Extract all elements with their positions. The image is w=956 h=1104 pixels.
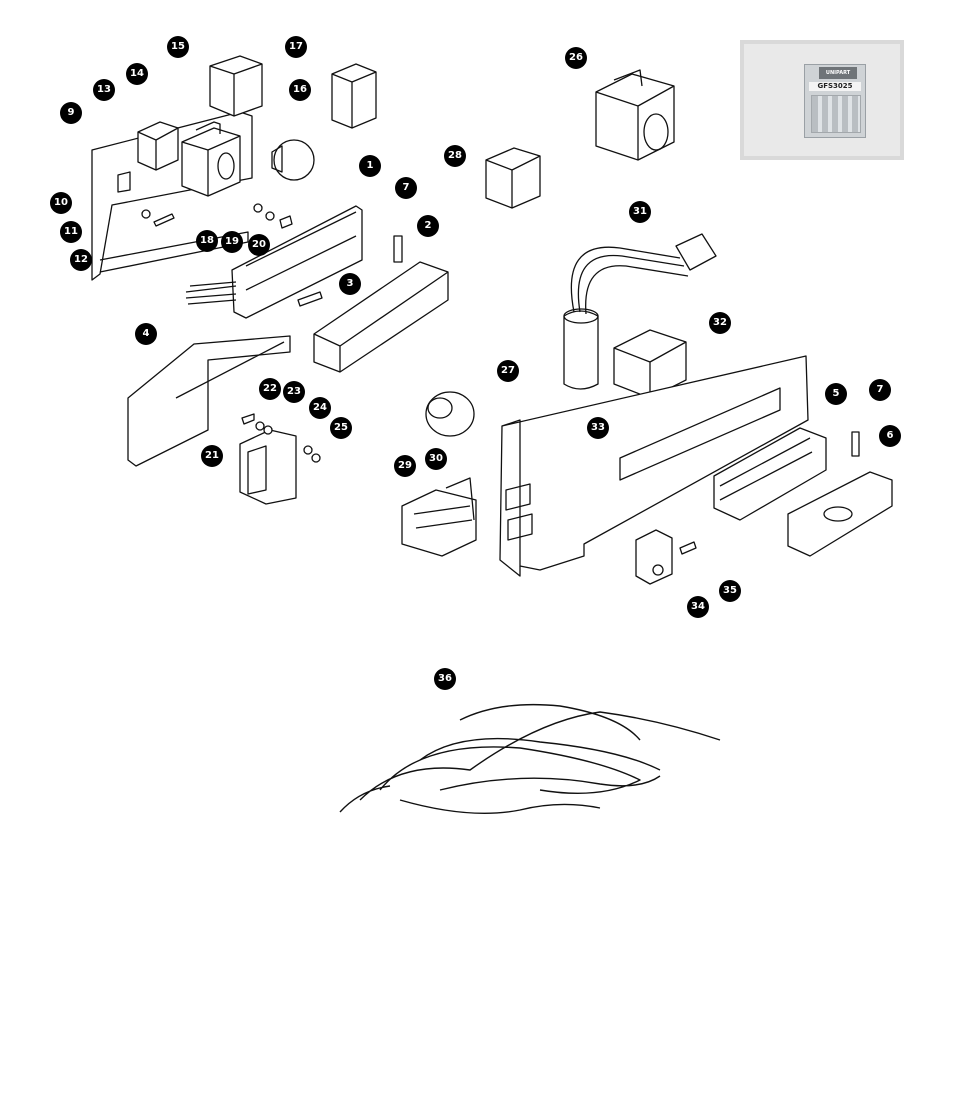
callout-18: 18: [196, 230, 218, 252]
callout-27: 27: [497, 360, 519, 382]
bracket-strip: [99, 231, 249, 273]
callout-6: 6: [879, 425, 901, 447]
switch-16: [273, 139, 315, 181]
callout-20: 20: [248, 234, 270, 256]
relay-26: [595, 73, 675, 161]
callout-12: 12: [70, 249, 92, 271]
fuse-cover-6: [787, 471, 893, 557]
relay-15: [209, 55, 263, 117]
callout-22: 22: [259, 378, 281, 400]
bracket-34: [635, 529, 673, 585]
fuse-pack-photo-inset: UNIPART GFS3025: [740, 40, 904, 160]
callout-7-right: 7: [869, 379, 891, 401]
callout-34: 34: [687, 596, 709, 618]
relay-17: [331, 63, 377, 129]
flasher-unit-14: [181, 127, 241, 197]
callout-1: 1: [359, 155, 381, 177]
callout-23: 23: [283, 381, 305, 403]
callout-17: 17: [285, 36, 307, 58]
callout-4: 4: [135, 323, 157, 345]
fuse-cover: [313, 261, 449, 373]
brand-label: UNIPART: [819, 67, 857, 79]
fuse-blister: [811, 95, 861, 133]
callout-11: 11: [60, 221, 82, 243]
callout-29: 29: [394, 455, 416, 477]
callout-7-left: 7: [395, 177, 417, 199]
callout-2: 2: [417, 215, 439, 237]
relay-28: [485, 147, 541, 209]
callout-14: 14: [126, 63, 148, 85]
callout-28: 28: [444, 145, 466, 167]
callout-21: 21: [201, 445, 223, 467]
part-number-label: GFS3025: [809, 82, 861, 91]
relay-13: [137, 121, 179, 171]
callout-24: 24: [309, 397, 331, 419]
capacitor-31: [563, 310, 599, 390]
callout-10: 10: [50, 192, 72, 214]
callout-3: 3: [339, 273, 361, 295]
callout-13: 13: [93, 79, 115, 101]
fuse-pack-card: UNIPART GFS3025: [804, 64, 866, 138]
wiring-harness: [339, 703, 721, 815]
callout-16: 16: [289, 79, 311, 101]
callout-32: 32: [709, 312, 731, 334]
callout-19: 19: [221, 231, 243, 253]
callout-5: 5: [825, 383, 847, 405]
callout-15: 15: [167, 36, 189, 58]
callout-30: 30: [425, 448, 447, 470]
callout-35: 35: [719, 580, 741, 602]
cover-bracket-4: [127, 335, 291, 467]
callout-26: 26: [565, 47, 587, 69]
connector-29: [401, 489, 477, 557]
callout-25: 25: [330, 417, 352, 439]
fuse-block: [231, 205, 363, 319]
callout-33: 33: [587, 417, 609, 439]
callout-31: 31: [629, 201, 651, 223]
callout-36: 36: [434, 668, 456, 690]
callout-9: 9: [60, 102, 82, 124]
